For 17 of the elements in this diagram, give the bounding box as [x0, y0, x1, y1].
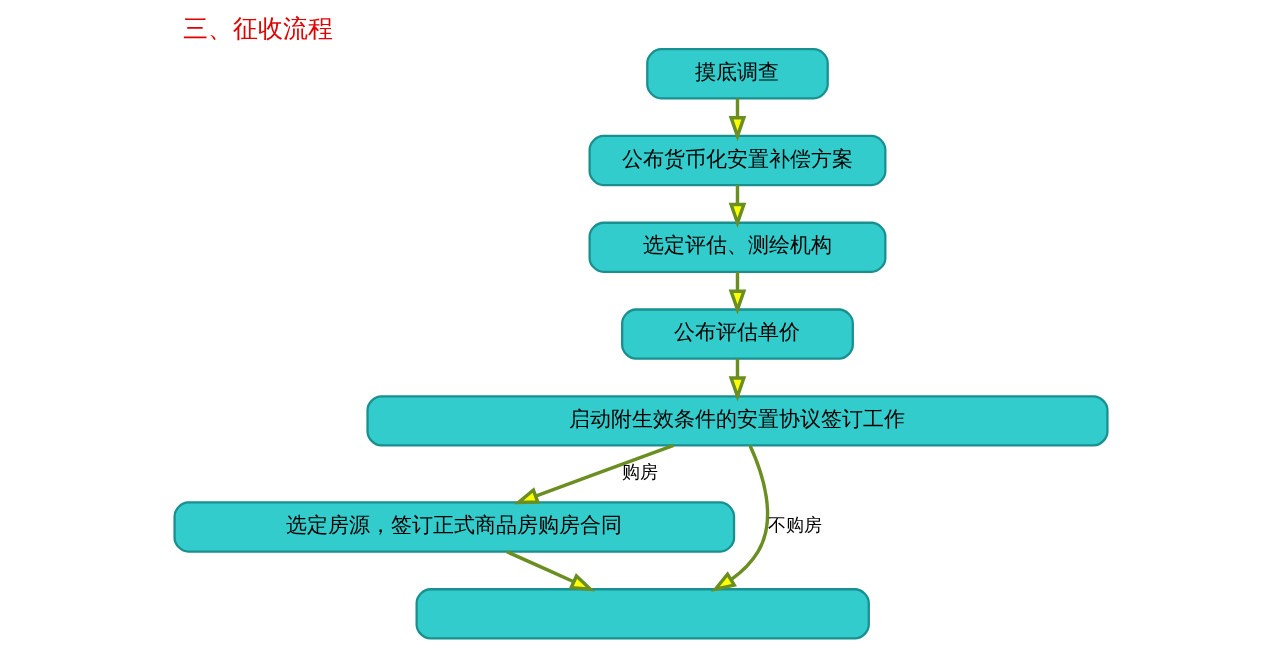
- node-box: 启动附生效条件的安置协议签订工作: [365, 395, 1109, 447]
- node-box: 选定房源，签订正式商品房购房合同: [172, 501, 735, 553]
- node-box: 选定评估、测绘机构: [588, 221, 886, 273]
- arrow: [710, 445, 769, 592]
- arrow: [513, 443, 674, 505]
- edge-label: 购房: [621, 461, 658, 483]
- node-box: 摸底调查: [645, 48, 829, 100]
- node-box: [415, 588, 870, 640]
- arrow: [728, 271, 746, 315]
- arrow: [728, 98, 746, 142]
- node-box: 公布货币化安置补偿方案: [588, 134, 886, 187]
- edge-label: 不购房: [767, 514, 822, 536]
- arrow: [728, 185, 746, 228]
- arrow: [728, 358, 746, 402]
- arrow: [505, 550, 595, 592]
- node-box: 公布评估单价: [620, 308, 854, 360]
- diagram-title: 三、征收流程: [182, 14, 333, 44]
